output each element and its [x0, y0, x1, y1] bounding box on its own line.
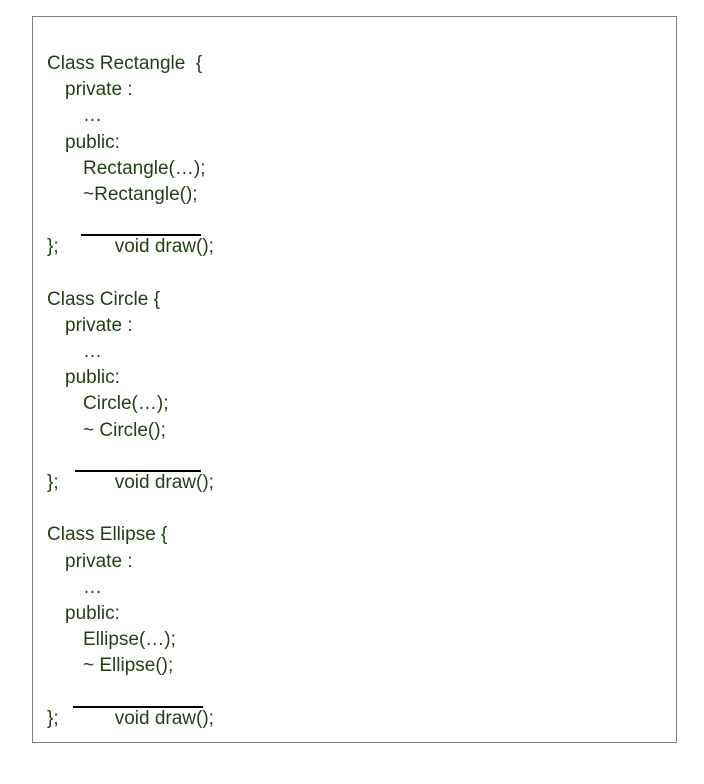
class-rectangle-draw-method: void draw();: [47, 208, 214, 257]
class-circle-draw-text: void draw();: [114, 472, 214, 494]
class-rectangle-private: private :: [65, 79, 133, 101]
class-circle-private: private :: [65, 314, 133, 336]
class-rectangle-draw-text: void draw();: [114, 236, 214, 258]
class-circle-header: Class Circle {: [47, 288, 160, 310]
class-ellipse-public: public:: [65, 602, 120, 624]
code-listing-frame: Class Rectangle { private : … public: Re…: [32, 16, 677, 743]
spacer: [47, 261, 214, 287]
class-ellipse-destructor: ~ Ellipse();: [83, 655, 174, 677]
class-rectangle-public: public:: [65, 131, 120, 153]
class-ellipse-draw-text: void draw();: [114, 707, 214, 729]
class-rectangle-destructor: ~Rectangle();: [83, 183, 198, 205]
class-circle-destructor: ~ Circle();: [83, 419, 166, 441]
class-rectangle-ellipsis: …: [83, 105, 102, 127]
code-listing: Class Rectangle { private : … public: Re…: [47, 51, 214, 732]
class-ellipse-draw-underline: [73, 705, 203, 708]
class-rectangle-header: Class Rectangle {: [47, 53, 203, 74]
class-ellipse-draw-method: void draw();: [47, 680, 214, 729]
spacer: [47, 496, 214, 522]
class-circle-draw-underline: [75, 470, 201, 472]
class-ellipse-constructor: Ellipse(…);: [83, 629, 176, 651]
class-ellipse-private: private :: [65, 550, 133, 572]
class-ellipse-close: };: [47, 707, 59, 729]
class-circle-public: public:: [65, 367, 120, 389]
class-circle-constructor: Circle(…);: [83, 393, 169, 415]
class-rectangle-constructor: Rectangle(…);: [83, 157, 206, 179]
class-rectangle-close: };: [47, 236, 59, 258]
class-circle-ellipsis: …: [83, 341, 102, 363]
class-rectangle-draw-underline: [81, 234, 201, 237]
class-circle-draw-method: void draw();: [47, 444, 214, 493]
class-circle-close: };: [47, 472, 59, 493]
class-ellipse-ellipsis: …: [83, 576, 102, 598]
class-ellipse-header: Class Ellipse {: [47, 524, 168, 546]
